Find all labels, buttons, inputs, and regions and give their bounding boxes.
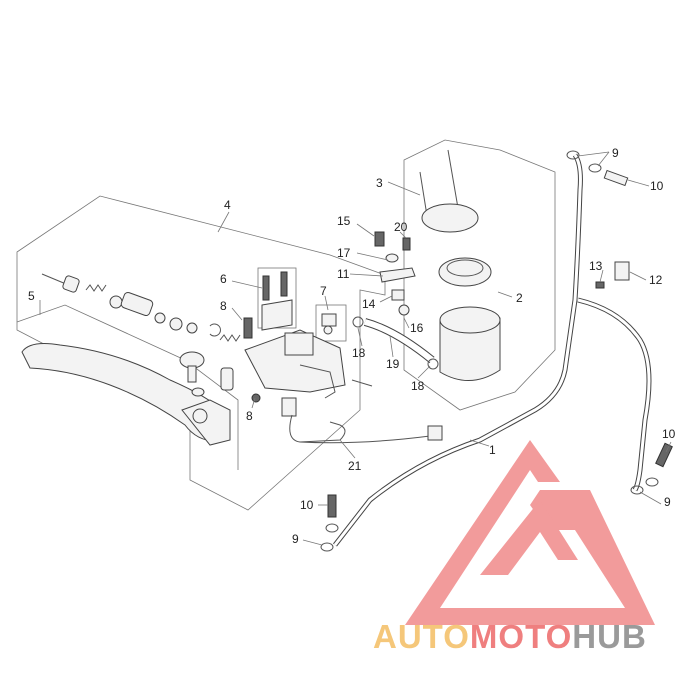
watermark-hub: HUB xyxy=(572,618,647,655)
callout-9-bottom: 9 xyxy=(292,532,299,546)
callout-10-top: 10 xyxy=(650,179,664,193)
callout-17: 17 xyxy=(337,246,351,260)
brake-hose-branch xyxy=(577,297,652,492)
callout-9-right: 9 xyxy=(664,495,671,509)
callout-16: 16 xyxy=(410,321,424,335)
master-cylinder xyxy=(244,329,373,417)
callout-8-upper: 8 xyxy=(220,299,227,313)
reservoir-fittings xyxy=(352,231,439,370)
callout-9-top: 9 xyxy=(612,146,619,160)
reservoir-box xyxy=(403,139,556,411)
reservoir xyxy=(419,149,501,381)
callout-7: 7 xyxy=(320,284,327,298)
brake-switch xyxy=(321,313,337,335)
switch-box xyxy=(315,304,347,342)
callout-13: 13 xyxy=(589,259,603,273)
callout-6: 6 xyxy=(220,272,227,286)
callout-18-right: 18 xyxy=(411,379,425,393)
callout-10-right: 10 xyxy=(662,427,676,441)
callout-12: 12 xyxy=(649,273,663,287)
piston-components xyxy=(41,273,241,397)
callout-5: 5 xyxy=(28,289,35,303)
callout-18-left: 18 xyxy=(352,346,366,360)
banjo-fittings xyxy=(320,150,673,552)
callout-15: 15 xyxy=(337,214,351,228)
callout-1: 1 xyxy=(489,443,496,457)
clamp-bolts xyxy=(243,271,293,339)
callout-21: 21 xyxy=(348,459,362,473)
callout-3: 3 xyxy=(376,176,383,190)
watermark-auto: AUTO xyxy=(373,618,470,655)
callout-14: 14 xyxy=(362,297,376,311)
leader-lines xyxy=(39,151,672,546)
callout-4: 4 xyxy=(224,198,231,212)
callout-20: 20 xyxy=(394,220,408,234)
wiring xyxy=(289,414,431,444)
watermark-moto: MOTO xyxy=(469,618,573,655)
callout-labels: 1 2 3 4 5 6 7 8 8 9 9 9 10 10 10 11 12 1… xyxy=(28,146,676,546)
brake-lever xyxy=(21,343,231,446)
callout-19: 19 xyxy=(386,357,400,371)
connector xyxy=(427,425,443,441)
watermark-logo xyxy=(405,440,655,625)
callout-2: 2 xyxy=(516,291,523,305)
watermark-text: AUTOMOTOHUB xyxy=(373,618,647,656)
callout-8-lower: 8 xyxy=(246,409,253,423)
callout-11: 11 xyxy=(337,267,350,281)
callout-10-bottom: 10 xyxy=(300,498,314,512)
